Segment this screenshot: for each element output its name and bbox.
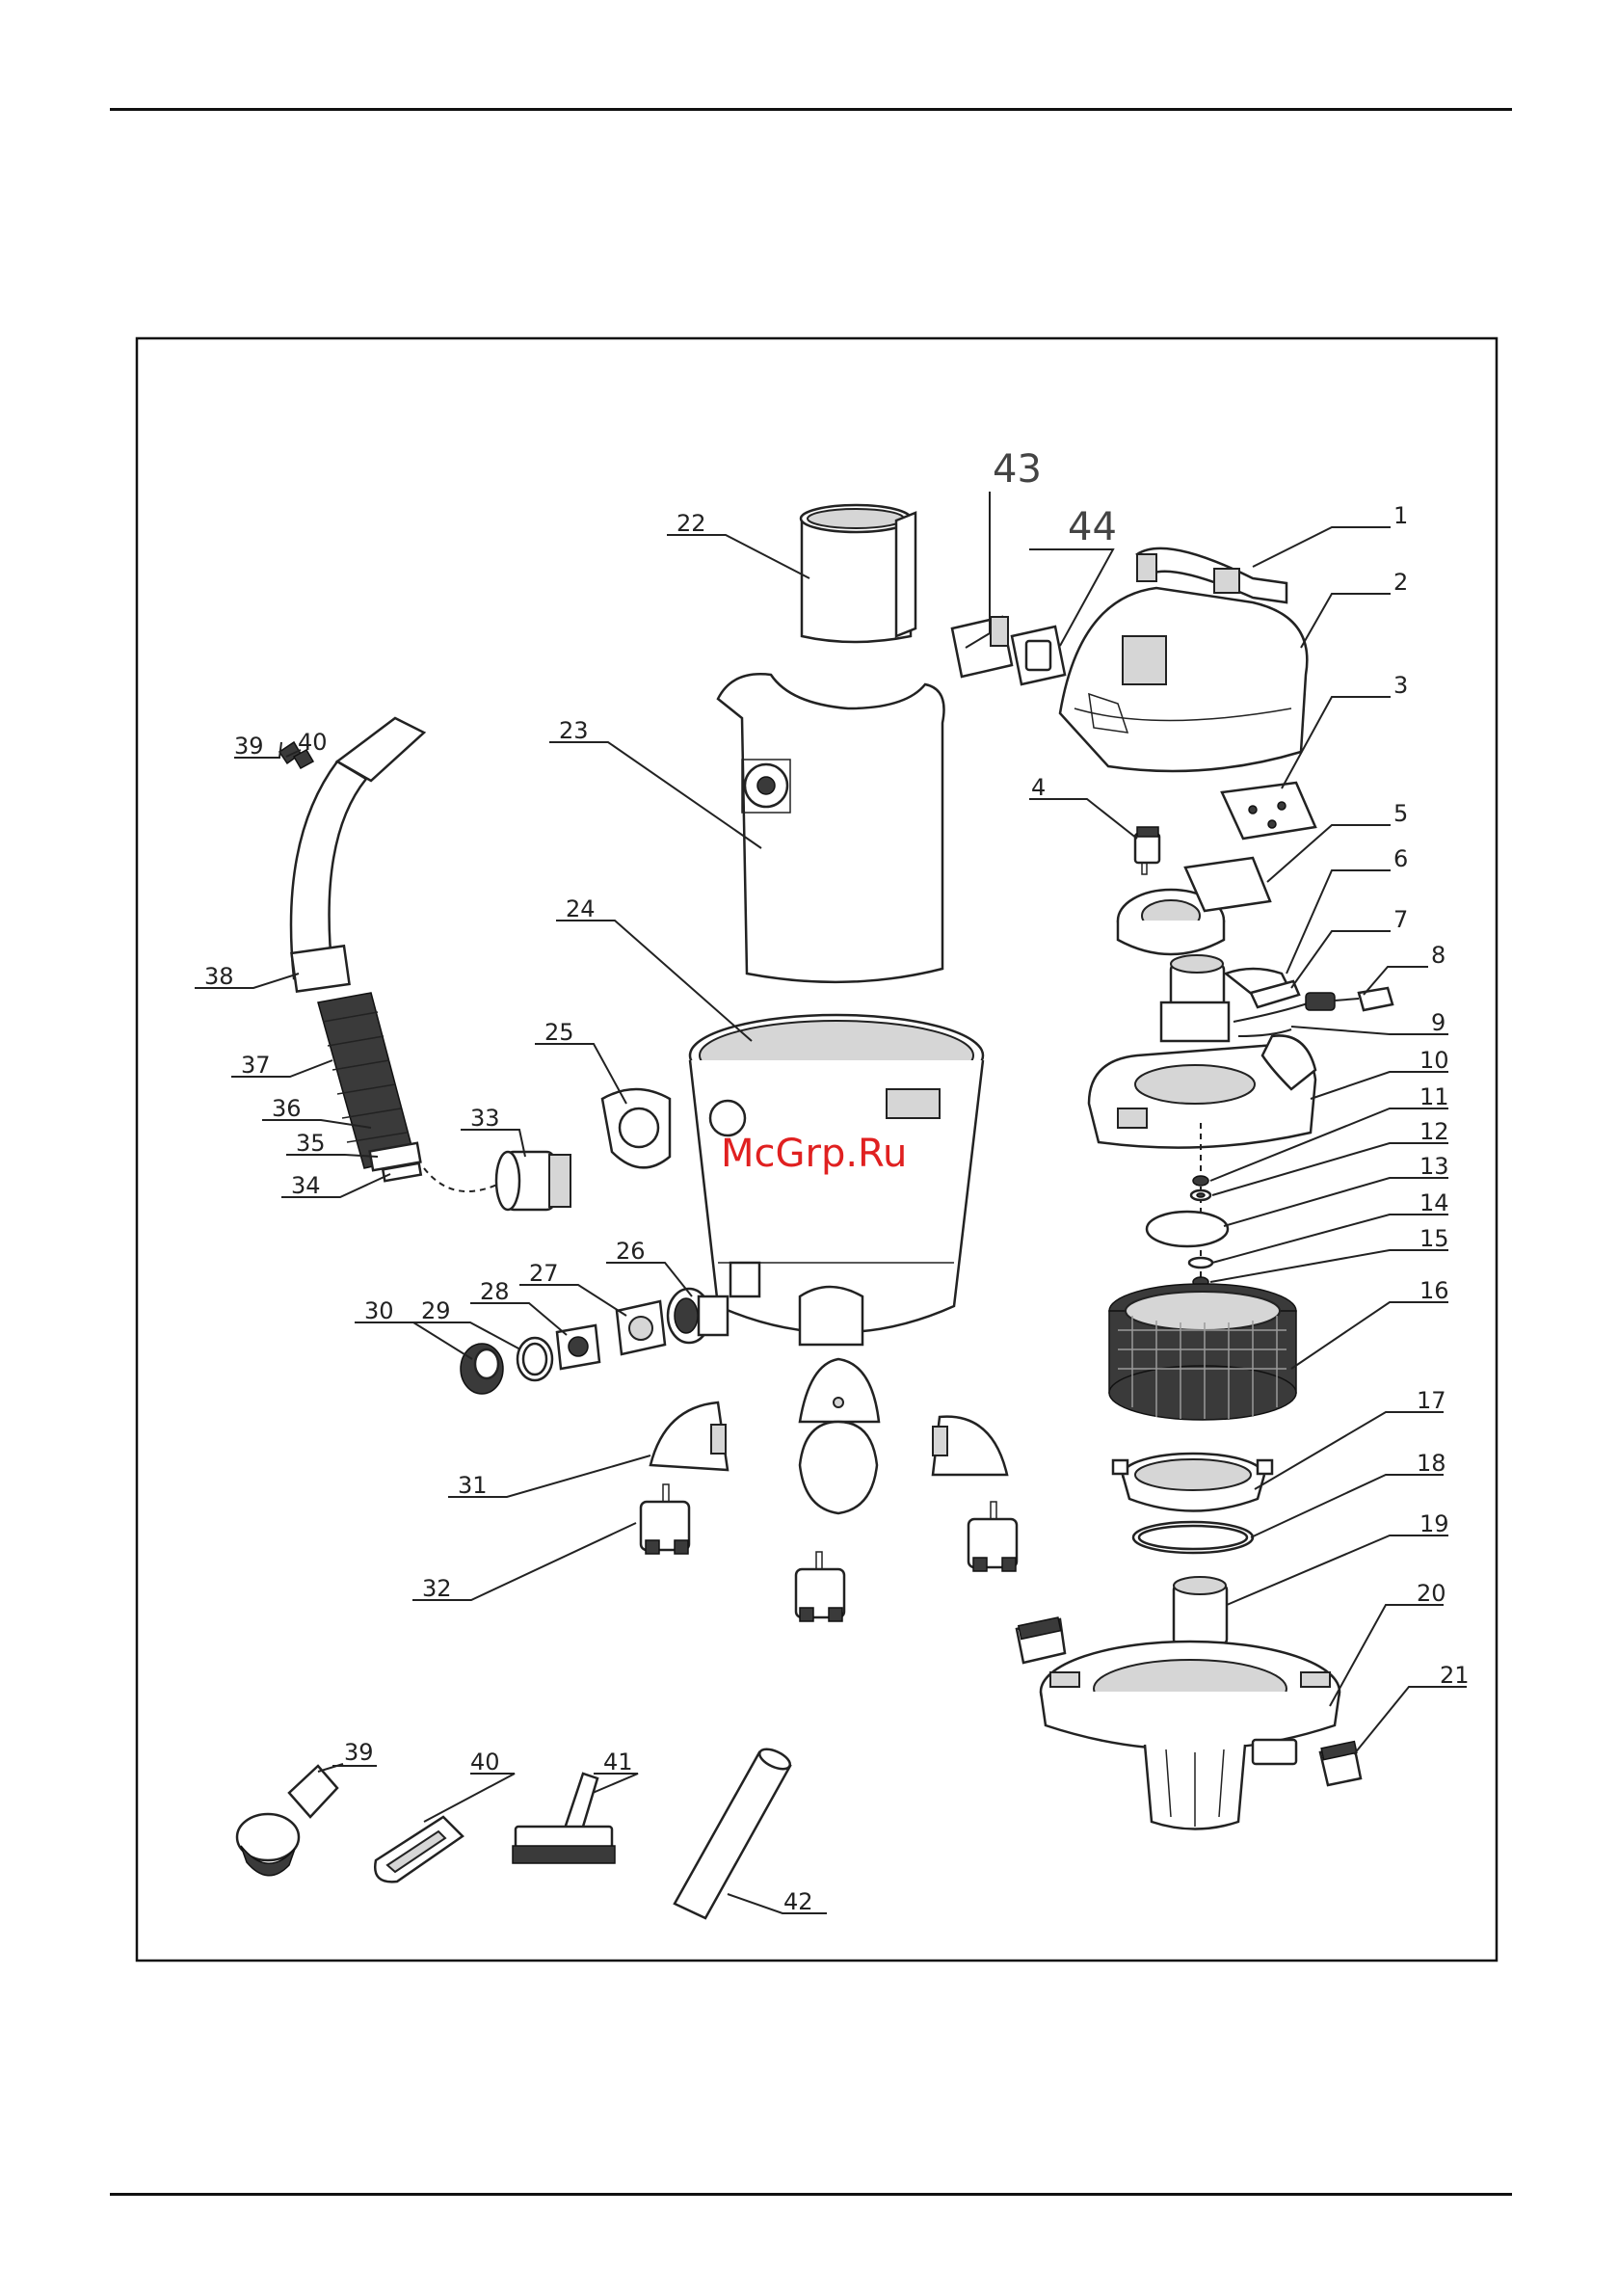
part-19-float (1174, 1577, 1227, 1643)
callout-26: 26 (616, 1238, 646, 1265)
part-31-caster-cover-right (933, 1417, 1007, 1475)
part-latch-left (1017, 1617, 1065, 1663)
callout-23: 23 (559, 717, 589, 744)
callout-35: 35 (296, 1130, 326, 1157)
callout-8: 8 (1431, 942, 1446, 969)
callout-10: 10 (1419, 1047, 1449, 1074)
callout-24: 24 (566, 895, 596, 922)
callout-37: 37 (241, 1052, 271, 1079)
callout-20: 20 (1417, 1580, 1446, 1607)
accessory-42-extension-tube (675, 1746, 793, 1918)
callout-15: 15 (1419, 1225, 1449, 1252)
callout-32: 32 (422, 1575, 452, 1602)
callout-40-accessory: 40 (470, 1749, 500, 1775)
part-43-switch (952, 617, 1012, 677)
part-22-filter-sleeve (801, 505, 915, 642)
callout-43: 43 (993, 447, 1042, 492)
accessory-39-brush (237, 1766, 337, 1876)
part-24-container (690, 1015, 983, 1345)
callout-31: 31 (458, 1472, 488, 1499)
part-33-inlet-connector (424, 1152, 570, 1210)
callout-42: 42 (783, 1888, 813, 1915)
part-10-motor-housing (1089, 1035, 1315, 1147)
callout-41: 41 (603, 1749, 633, 1775)
part-12-washer (1191, 1190, 1210, 1200)
callout-34: 34 (291, 1172, 321, 1199)
callout-1: 1 (1393, 502, 1408, 529)
part-31-caster-cover-center (800, 1359, 879, 1513)
callout-27: 27 (529, 1260, 559, 1287)
callout-4: 4 (1031, 774, 1046, 801)
part-25-hose-bracket (602, 1089, 670, 1167)
callout-19: 19 (1419, 1510, 1449, 1537)
callout-12: 12 (1419, 1118, 1449, 1145)
callout-39: 39 (234, 733, 264, 760)
callout-7: 7 (1393, 906, 1408, 933)
callout-13: 13 (1419, 1153, 1449, 1180)
part-31-caster-cover-left (650, 1402, 728, 1470)
callout-5: 5 (1393, 800, 1408, 827)
part-23-filter-cover (718, 674, 944, 982)
part-32-caster-right (968, 1502, 1017, 1571)
callout-36: 36 (272, 1095, 302, 1122)
part-3-plate (1222, 783, 1315, 839)
part-14-washer (1189, 1258, 1212, 1268)
accessory-40-crevice-nozzle (375, 1817, 463, 1882)
part-17-filter-ring (1113, 1454, 1272, 1511)
callout-44: 44 (1068, 505, 1117, 549)
part-32-caster-left (641, 1484, 689, 1554)
callout-6: 6 (1393, 845, 1408, 872)
callout-28: 28 (480, 1278, 510, 1305)
part-21-latch (1320, 1742, 1361, 1785)
part-16-cartridge-filter (1109, 1284, 1296, 1420)
callout-39-accessory: 39 (344, 1739, 374, 1766)
callout-17: 17 (1417, 1387, 1446, 1414)
part-5-inner-cover (1118, 858, 1270, 954)
part-44-switch-frame (1012, 627, 1065, 684)
part-20-float-cage (1041, 1642, 1339, 1829)
callout-40: 40 (298, 729, 328, 756)
callout-11: 11 (1419, 1083, 1449, 1110)
part-32-caster-center (796, 1552, 844, 1621)
part-11-nut (1193, 1176, 1208, 1186)
part-2-head-cover (1060, 588, 1307, 771)
accessory-41-floor-tool (513, 1774, 615, 1863)
part-18-gasket-ring (1133, 1522, 1253, 1553)
callout-22: 22 (676, 510, 706, 537)
callout-25: 25 (544, 1019, 574, 1046)
callout-16: 16 (1419, 1277, 1449, 1304)
callout-29: 29 (421, 1297, 451, 1324)
part-27-gasket (617, 1301, 665, 1354)
part-4-switch (1135, 827, 1159, 874)
part-13-disc (1147, 1212, 1228, 1246)
callout-33: 33 (470, 1105, 500, 1132)
callout-2: 2 (1393, 569, 1408, 596)
callout-3: 3 (1393, 672, 1408, 699)
callout-9: 9 (1431, 1009, 1446, 1036)
part-26-drain-fitting (668, 1289, 728, 1343)
callout-14: 14 (1419, 1189, 1449, 1216)
part-29-o-ring (517, 1338, 552, 1380)
callout-18: 18 (1417, 1450, 1446, 1477)
callout-21: 21 (1440, 1662, 1470, 1689)
watermark: McGrp.Ru (721, 1132, 907, 1176)
callout-38: 38 (204, 963, 234, 990)
part-30-drain-cap (461, 1344, 503, 1394)
callout-30: 30 (364, 1297, 394, 1324)
